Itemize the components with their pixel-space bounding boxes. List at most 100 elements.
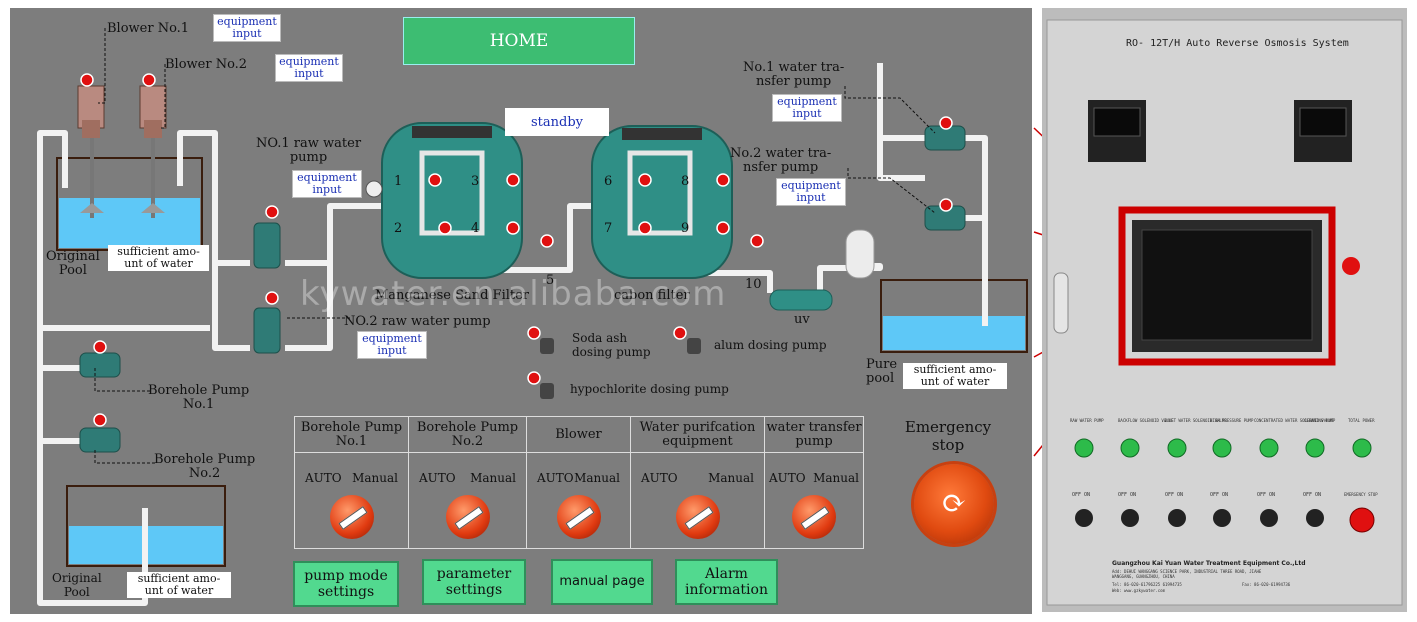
indicator-label: CONCENTRATED WATER SOLENOID VALVE — [1254, 418, 1334, 423]
alarm-information-button[interactable]: Alarm information — [675, 559, 778, 605]
mode-head: Water purifcation equipment — [631, 417, 764, 453]
company-fax: Fax: 86-020-61994736 — [1242, 582, 1291, 587]
watermark: kywater.en.alibaba.com — [300, 274, 727, 314]
rotate-icon: ⟳ — [941, 486, 967, 521]
switch-label: OFF ON — [1210, 492, 1229, 498]
sufficient-water-right: sufficient amo- unt of water — [903, 363, 1007, 389]
mode-head: Borehole Pump No.2 — [409, 417, 526, 453]
indicator-label: BACKFLOW SOLENOID VALVE — [1118, 418, 1174, 423]
transfer-pump-2-label: No.2 water tra- nsfer pump — [730, 146, 832, 175]
pure-pool-water — [883, 316, 1025, 350]
mode-col-borehole-2: Borehole Pump No.2 AUTO Manual — [409, 417, 527, 548]
borehole-pump-1-label: Borehole Pump No.1 — [148, 383, 250, 412]
sand-filter-label: Manganese Sand Filter — [375, 288, 530, 303]
emergency-stop-label: Emergency stop — [904, 418, 992, 454]
home-button[interactable]: HOME — [403, 17, 635, 65]
mode-head: Blower — [527, 417, 630, 453]
hmi-screen: Blower No.1 Blower No.2 equipment input … — [10, 8, 1032, 614]
valve-number: 3 — [471, 174, 480, 189]
valve-number: 10 — [745, 277, 762, 292]
sand-filter-graphic — [381, 122, 523, 279]
blower-1-graphic — [77, 85, 105, 213]
switch-label: OFF ON — [1257, 492, 1276, 498]
indicator-label: HIGH PRESSURE PUMP — [1210, 418, 1254, 423]
mode-selector-knob[interactable] — [445, 495, 490, 539]
company-web: Web: www.gzkywater.com — [1112, 588, 1165, 593]
mode-selector-knob[interactable] — [675, 495, 720, 539]
mode-selector-knob[interactable] — [556, 495, 601, 539]
indicator-label: CLEANING PUMP — [1304, 418, 1336, 423]
raw-pump-1-label: NO.1 raw water pump — [256, 136, 362, 165]
manual-label: Manual — [470, 471, 516, 485]
mode-col-transfer: water transfer pump AUTO Manual — [765, 417, 863, 548]
pressure-gauge — [365, 180, 383, 198]
valve-number: 9 — [681, 221, 690, 236]
valve-number: 7 — [604, 221, 613, 236]
cabinet-drawing — [1042, 8, 1407, 612]
pump-mode-panel: Borehole Pump No.1 AUTO Manual Borehole … — [294, 416, 864, 549]
sufficient-water-left: sufficient amo- unt of water — [127, 572, 231, 598]
blower-1-label: Blower No.1 — [107, 21, 190, 36]
original-pool-top-water — [59, 198, 200, 248]
switch-label: EMERGENCY STOP — [1344, 492, 1378, 497]
emergency-stop-button[interactable]: ⟳ — [914, 464, 994, 544]
auto-label: AUTO — [769, 471, 806, 485]
raw-pump-2-label: NO.2 raw water pump — [344, 314, 491, 329]
borehole-pump-2-label: Borehole Pump No.2 — [154, 452, 256, 481]
cabinet-photo: RO- 12T/H Auto Reverse Osmosis System RA… — [1042, 8, 1407, 612]
alum-label: alum dosing pump — [714, 338, 827, 352]
pure-pool-label: Pure pool — [866, 357, 898, 386]
mode-col-purification: Water purifcation equipment AUTO Manual — [631, 417, 765, 548]
valve-number: 4 — [471, 221, 480, 236]
switch-label: OFF ON — [1118, 492, 1137, 498]
mode-head: Borehole Pump No.1 — [295, 417, 408, 453]
security-filter-graphic — [845, 229, 875, 279]
indicator-label: TOTAL POWER — [1348, 418, 1375, 423]
equipment-input-transfer1[interactable]: equipment input — [772, 94, 842, 122]
pump-mode-settings-button[interactable]: pump mode settings — [293, 561, 399, 607]
carbon-filter-label: cabon filter — [614, 288, 690, 303]
sufficient-water-top: sufficient amo- unt of water — [108, 245, 209, 271]
original-pool-top-label: Original Pool — [46, 249, 100, 278]
manual-label: Manual — [352, 471, 398, 485]
company-address: Add: DEHUI WANGGANG SCIENCE PARK, INDUST… — [1112, 569, 1262, 579]
auto-label: AUTO — [305, 471, 342, 485]
auto-label: AUTO — [419, 471, 456, 485]
auto-label: AUTO — [537, 471, 574, 485]
parameter-settings-button[interactable]: parameter settings — [422, 559, 526, 605]
switch-label: OFF ON — [1165, 492, 1184, 498]
equipment-input-transfer2[interactable]: equipment input — [776, 178, 846, 206]
indicator-label: RAW WATER PUMP — [1070, 418, 1104, 423]
valve-number: 2 — [394, 221, 403, 236]
blower-2-graphic — [139, 85, 167, 213]
transfer-pump-1-label: No.1 water tra- nsfer pump — [743, 60, 845, 89]
original-pool-bottom-label: Original Pool — [52, 571, 102, 599]
valve-number: 8 — [681, 174, 690, 189]
mode-head: water transfer pump — [765, 417, 863, 453]
uv-graphic — [769, 289, 833, 311]
equipment-input-blower2[interactable]: equipment input — [275, 54, 343, 82]
valve-number: 5 — [546, 273, 555, 288]
company-name: Guangzhou Kai Yuan Water Treatment Equip… — [1112, 560, 1306, 567]
valve-number: 6 — [604, 174, 613, 189]
carbon-filter-graphic — [591, 125, 733, 279]
manual-label: Manual — [574, 471, 620, 485]
uv-label: uv — [794, 312, 810, 327]
manual-page-button[interactable]: manual page — [551, 559, 653, 605]
system-title: RO- 12T/H Auto Reverse Osmosis System — [1126, 38, 1349, 49]
equipment-input-blower1[interactable]: equipment input — [213, 14, 281, 42]
indicator-label: INLET WATER SOLENOID VALVE — [1164, 418, 1227, 423]
manual-label: Manual — [708, 471, 754, 485]
valve-number: 1 — [394, 174, 403, 189]
mode-selector-knob[interactable] — [329, 495, 374, 539]
mode-selector-knob[interactable] — [792, 495, 836, 539]
company-tel: Tel: 86-020-61796225 61994735 — [1112, 582, 1182, 587]
hypochlorite-label: hypochlorite dosing pump — [570, 382, 729, 396]
equipment-input-raw2[interactable]: equipment input — [357, 331, 427, 359]
mode-col-borehole-1: Borehole Pump No.1 AUTO Manual — [295, 417, 409, 548]
switch-label: OFF ON — [1303, 492, 1322, 498]
manual-label: Manual — [813, 471, 859, 485]
soda-ash-label: Soda ash dosing pump — [572, 331, 651, 359]
equipment-input-raw1[interactable]: equipment input — [292, 170, 362, 198]
pure-pool-tank — [880, 279, 1028, 353]
